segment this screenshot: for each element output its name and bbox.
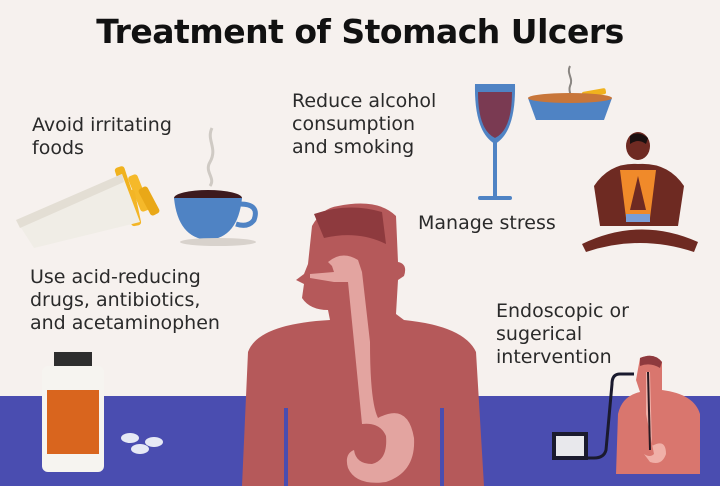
label-endoscopic: Endoscopic or sugerical intervention: [496, 300, 629, 369]
meditating-person-icon: [582, 132, 698, 252]
label-line: Endoscopic or: [496, 300, 629, 322]
label-line: and smoking: [292, 136, 415, 158]
label-line: and acetaminophen: [30, 312, 220, 334]
pills-icon: [121, 433, 163, 454]
label-line: intervention: [496, 346, 612, 368]
french-fries-icon: [16, 166, 160, 248]
ashtray-icon: [528, 65, 612, 120]
wine-glass-icon: [474, 84, 516, 200]
human-digestive-system-icon: [242, 203, 484, 486]
label-line: Use acid-reducing: [30, 266, 201, 288]
label-line: foods: [32, 137, 84, 159]
label-acid-drugs: Use acid-reducing drugs, antibiotics, an…: [30, 266, 220, 335]
label-line: drugs, antibiotics,: [30, 289, 201, 311]
label-line: sugerical: [496, 323, 583, 345]
coffee-cup-icon: [174, 127, 258, 246]
pill-bottle-icon: [42, 352, 104, 472]
label-manage-stress: Manage stress: [418, 212, 556, 235]
endoscope-monitor-icon: [552, 372, 634, 460]
label-line: Manage stress: [418, 212, 556, 234]
label-line: consumption: [292, 113, 416, 135]
patient-figure-icon: [616, 355, 700, 474]
label-line: Avoid irritating: [32, 114, 172, 136]
label-avoid-foods: Avoid irritating foods: [32, 114, 172, 160]
page-title: Treatment of Stomach Ulcers: [96, 12, 624, 51]
label-line: Reduce alcohol: [292, 90, 437, 112]
label-reduce-alcohol: Reduce alcohol consumption and smoking: [292, 90, 436, 159]
